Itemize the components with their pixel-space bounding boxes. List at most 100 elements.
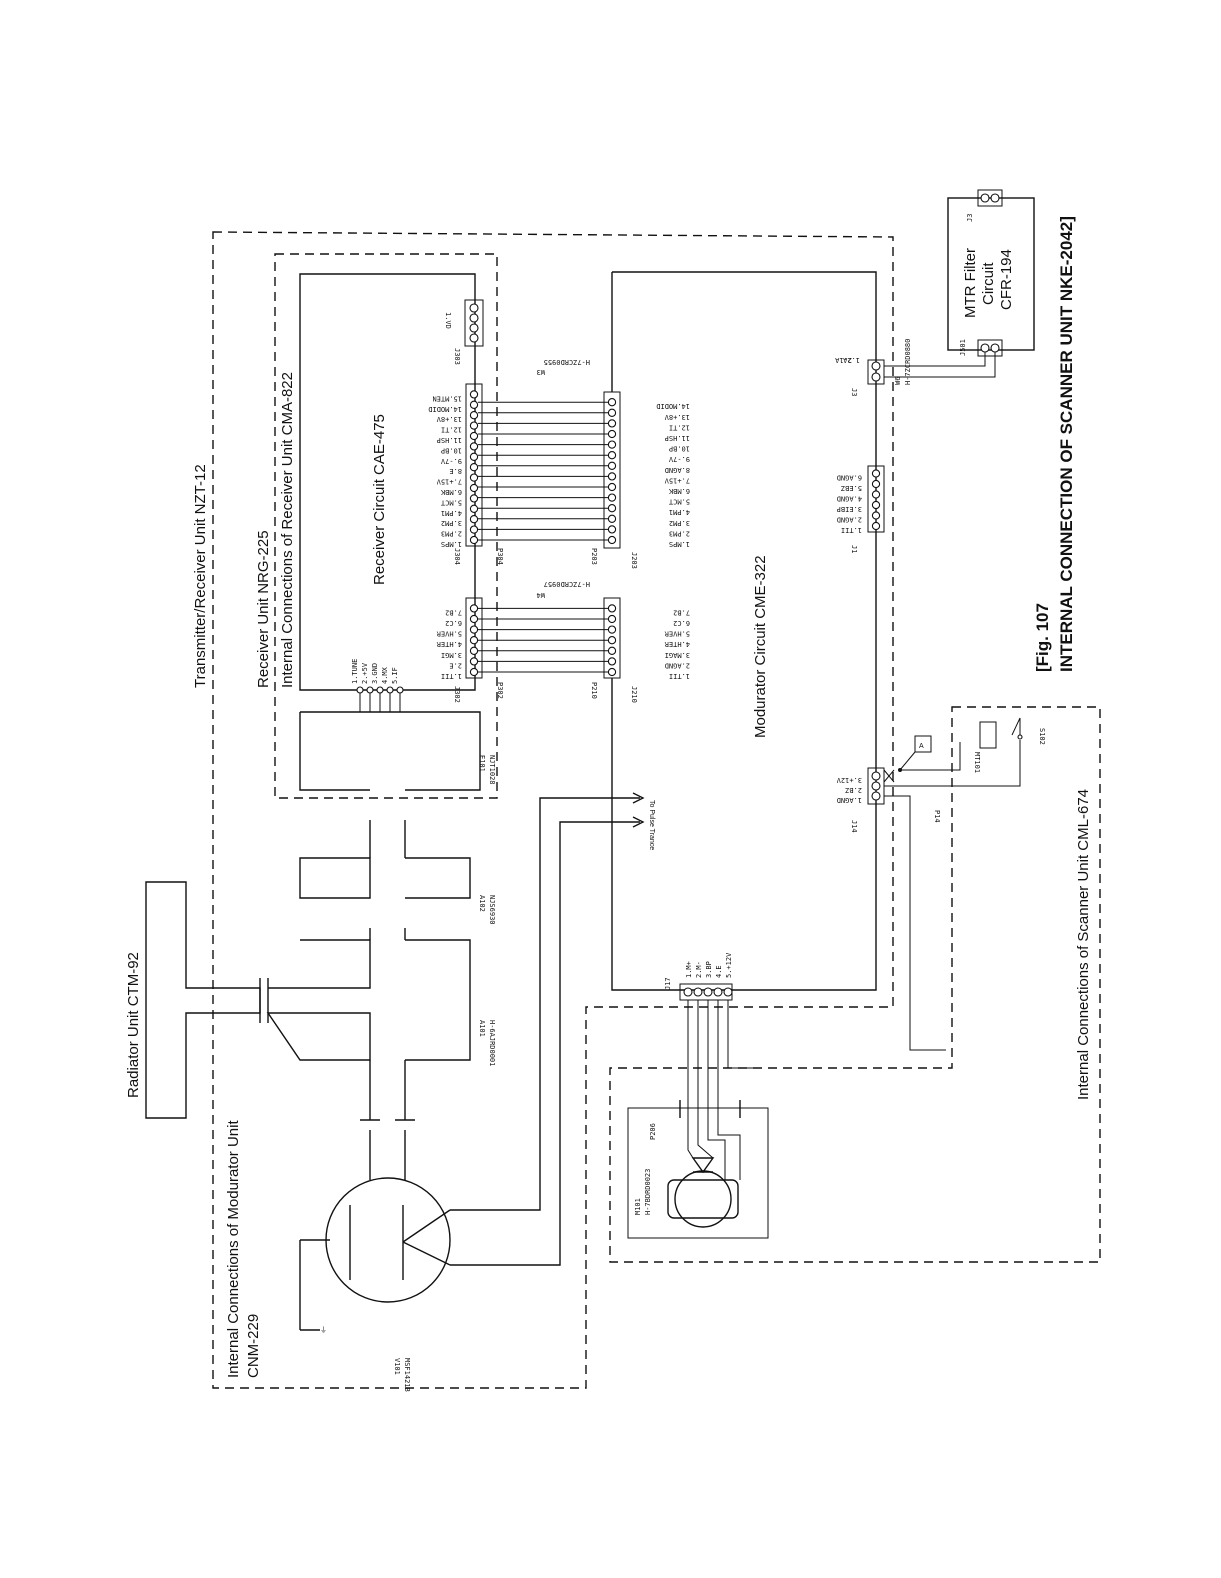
j1-pin-label-3: 3.EIBP	[837, 505, 862, 513]
j203-pin-3	[607, 514, 617, 523]
j210-pin-2	[607, 657, 617, 666]
a102-part: NJS6930	[488, 895, 496, 925]
j302-pin-label-3: 3.MGI	[441, 651, 462, 659]
j14-pin-label-2: 2.BZ	[845, 786, 862, 794]
j203-pin-label-5: 5.MCT	[668, 498, 690, 506]
j17-pin-label-5: 5.+12V	[725, 952, 733, 978]
j203-pin-label-4: 4.PM1	[669, 508, 690, 516]
j304-pin-label-5: 5.MCT	[440, 498, 462, 506]
m101-label: M101	[634, 1198, 642, 1215]
scanner-motor: P206 M101 H-7BDRD0023	[627, 1000, 769, 1239]
w3-harness	[478, 401, 608, 541]
j1-pin-6	[871, 469, 881, 478]
j203-pin-label-6: 6.MBK	[668, 487, 690, 495]
j17-pin-label-4: 4.E	[715, 965, 723, 978]
j304-pin-label-1: 1.MPS	[441, 540, 462, 548]
w6-part: H-7ZCRD0880	[904, 339, 912, 385]
transmitter-receiver-label: Transmitter/Receiver Unit NZT-12	[192, 464, 209, 688]
j210-pin-4	[607, 636, 617, 645]
j303-pin-1: 1.VD	[444, 312, 452, 329]
filter-j3-label: J3	[966, 214, 974, 222]
j303-label: J303	[453, 348, 461, 365]
j302-pin-label-7: 7.B2	[445, 608, 462, 616]
w4-harness	[478, 607, 608, 673]
a101-part: H-6AJRD0001	[488, 1020, 496, 1066]
j17-pin-label-1: 1.M+	[685, 961, 693, 978]
marker-a: A	[919, 743, 924, 750]
scanner-unit-boundary	[609, 706, 1101, 1263]
w4-label: W4	[537, 591, 545, 599]
j304-pin-3	[469, 515, 479, 524]
j304-pin-2	[469, 525, 479, 534]
j304-pin-label-9: 9.-7V	[440, 457, 462, 465]
j1-pin-label-5: 5.EBZ	[841, 484, 862, 492]
j304-pin-label-10: 10.BP	[441, 446, 462, 454]
j302-pin-5	[469, 625, 479, 634]
j304-pin-label-6: 6.MBK	[440, 488, 462, 496]
j302-tune-pin-label-1: 1.TUNE	[351, 659, 359, 684]
receiver-internal-label: Internal Connections of Receiver Unit CM…	[279, 372, 296, 688]
j304-pin-label-2: 2.PM3	[441, 530, 462, 538]
modulator-internal-label-2: CNM-229	[245, 1314, 262, 1378]
j304-pin-labels: 1.MPS2.PM33.PM24.PM15.MCT6.MBK7.+15V8.E9…	[428, 390, 479, 548]
j1-pin-2	[871, 511, 881, 520]
e101-part: NJT1028	[488, 755, 496, 785]
w3-label: W3	[537, 368, 545, 376]
j210-pin-5	[607, 625, 617, 634]
j304-pin-12	[469, 421, 479, 430]
j304-pin-label-14: 14.MODID	[428, 405, 462, 413]
mtr-filter-label-2: Circuit	[980, 262, 997, 305]
j304-pin-label-12: 12.TI	[441, 426, 462, 434]
connector-j304: J304	[453, 383, 483, 565]
radiator-unit: Radiator Unit CTM-92	[125, 881, 269, 1119]
j3-pin-1: 1.2A	[842, 356, 860, 364]
receiver-unit-label: Receiver Unit NRG-225	[255, 530, 272, 688]
j302-pin-6	[469, 614, 479, 624]
j304-pin-15	[469, 390, 479, 399]
scanner-internal-label: Internal Connections of Scanner Unit CML…	[1075, 789, 1092, 1100]
j210-pin-6	[607, 614, 617, 624]
j17-label: J17	[664, 977, 672, 990]
receiver-circuit-box	[299, 273, 476, 691]
receiver-unit-boundary	[274, 253, 498, 799]
j203-pin-13	[607, 408, 617, 417]
waveguide-assembly: A101 H-6AJRD0001 A102 NJS6930 E101 NJT10…	[266, 690, 496, 1180]
j203-pin-10	[607, 440, 617, 449]
j1-pin-label-6: 6.AGND	[837, 474, 862, 482]
j302-tune-pin-3	[376, 686, 384, 694]
j304-pin-7	[469, 473, 479, 482]
connector-j3: J3 1.2A 2.1A W6 H-7ZCRD0880	[834, 339, 996, 396]
j304-pin-13	[469, 411, 479, 420]
p14-label: P14	[933, 810, 941, 823]
j3-pin-2: 2.1A	[834, 356, 852, 364]
j304-pin-label-3: 3.PM2	[441, 519, 462, 527]
j302-pin-label-4: 4.HTER	[436, 640, 462, 648]
j304-pin-6	[469, 483, 479, 493]
j203-pin-4	[607, 504, 617, 513]
figure-title: INTERNAL CONNECTION OF SCANNER UNIT NKE-…	[1057, 216, 1076, 672]
j210-pin-label-4: 4.HTER	[664, 640, 690, 648]
j1-pin-3	[871, 500, 881, 510]
p210-label: P210	[590, 682, 598, 699]
p304-label: P304	[496, 548, 504, 565]
j203-pin-1	[607, 535, 617, 545]
to-pulse-trance-label: To Pulse Trance	[648, 800, 655, 850]
mtr-filter-label-1: MTR Filter	[962, 248, 979, 318]
radiator-unit-label: Radiator Unit CTM-92	[125, 952, 142, 1098]
j203-pin-7	[607, 472, 617, 481]
j304-pin-label-7: 7.+15V	[436, 478, 462, 486]
j302-tune-pin-label-2: 2.+5V	[361, 662, 369, 684]
j304-pin-14	[469, 400, 479, 409]
j1-pin-label-2: 2.AGND	[837, 516, 862, 524]
j1-pin-5	[871, 479, 881, 489]
modulator-circuit-label: Modurator Circuit CME-322	[752, 555, 769, 738]
w4-part: H-7ZCRD0957	[544, 580, 590, 588]
j210-label: J210	[630, 686, 638, 703]
j203-pin-5	[607, 493, 617, 502]
j1-label: J1	[850, 545, 858, 553]
modulator-circuit-box	[611, 271, 877, 991]
j17-pin-label-2: 2.M-	[695, 961, 703, 978]
j203-pin-2	[607, 525, 617, 534]
